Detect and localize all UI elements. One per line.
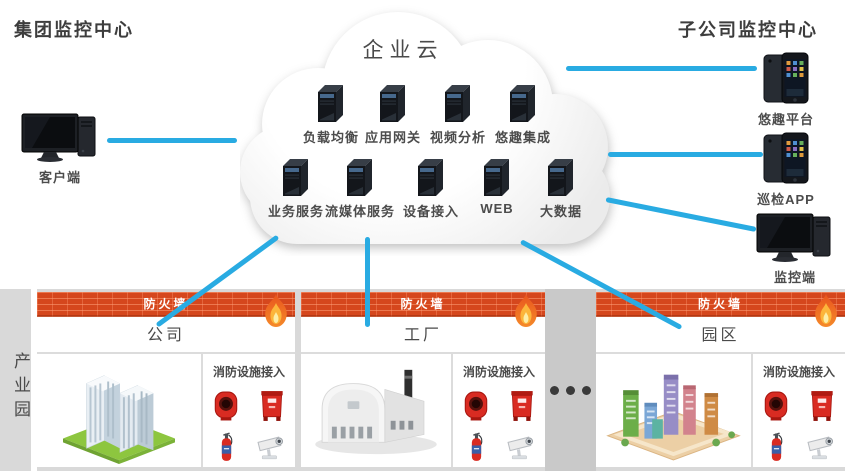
server-label: 负载均衡 [302,130,359,145]
server-business-service: 业务服务 [258,156,334,220]
server-icon [377,82,409,124]
server-app-gateway: 应用网关 [355,82,431,146]
server-label: 应用网关 [364,130,421,145]
hydrant-cabinet-icon [259,390,285,422]
section-campus: 防火墙 园区 消防设施接入 [596,292,845,467]
cctv-camera-icon [806,433,839,462]
hydrant-cabinet-icon [509,390,535,422]
office-towers-icon [44,354,194,467]
server-streaming-service: 流媒体服务 [322,156,398,220]
fire-access-title: 消防设施接入 [762,365,835,379]
ellipsis-dot [582,386,591,395]
phone-icon [763,132,809,184]
line-cloud-inspection-app [608,152,763,157]
server-icon [344,156,376,198]
server-label: 悠趣集成 [494,130,551,145]
factory-icon [302,362,450,460]
fire-access-title: 消防设施接入 [212,365,285,379]
line-client-cloud [107,138,237,143]
client-label: 客户端 [38,170,81,185]
flame-icon [511,293,541,329]
section-company: 防火墙 公司 消防设施接入 [37,292,295,467]
server-device-access: 设备接入 [393,156,469,220]
office-towers-illustration [37,354,201,467]
server-youqu-integration: 悠趣集成 [485,82,561,146]
device-label: 巡检APP [757,192,815,207]
firewall-wall: 防火墙 [301,292,545,317]
group-monitoring-title: 集团监控中心 [14,20,134,40]
subsidiary-monitoring-title: 子公司监控中心 [678,20,818,40]
section-factory: 防火墙 工厂 消防设施接入 [301,292,545,467]
server-icon [481,156,513,198]
line-cloud-factory [365,237,370,327]
flame-icon [261,293,291,329]
band-separator-strip [545,289,596,471]
industrial-park-label: 产业园 [11,352,30,424]
cctv-camera-icon [256,433,289,462]
fire-extinguisher-icon [768,431,785,464]
firewall-wall: 防火墙 [37,292,295,317]
factory-illustration [301,354,451,467]
server-icon [315,82,347,124]
server-icon [545,156,577,198]
fire-extinguisher-icon [218,431,235,464]
section-name: 工厂 [301,317,545,352]
section-name: 园区 [596,317,845,352]
firewall-label: 防火墙 [143,297,189,311]
firewall-wall: 防火墙 [596,292,845,317]
server-label: 视频分析 [429,130,486,145]
fire-access-title: 消防设施接入 [462,365,535,379]
device-inspection-app: 巡检APP [743,132,829,208]
fire-access-panel: 消防设施接入 [751,354,845,467]
server-load-balancer: 负载均衡 [293,82,369,146]
computer-icon [20,112,100,162]
server-label: 大数据 [539,204,582,219]
line-cloud-youqu-platform [566,66,757,71]
section-name: 公司 [37,317,295,352]
ellipsis-dot [566,386,575,395]
ellipsis-dots [545,386,596,395]
server-video-analysis: 视频分析 [420,82,496,146]
fire-extinguisher-icon [468,431,485,464]
firewall-label: 防火墙 [400,297,446,311]
fire-access-panel: 消防设施接入 [451,354,545,467]
server-label: WEB [480,201,514,216]
line-cloud-monitor-terminal [605,197,757,232]
server-label: 设备接入 [402,204,459,219]
server-icon [507,82,539,124]
cctv-camera-icon [506,433,539,462]
firewall-label: 防火墙 [697,297,743,311]
device-label: 悠趣平台 [757,112,814,127]
band-white-gap [31,289,37,471]
server-web: WEB [459,156,535,216]
fire-alarm-icon [763,391,789,421]
server-icon [442,82,474,124]
phone-icon [763,52,809,104]
fire-access-panel: 消防设施接入 [201,354,295,467]
client-workstation: 客户端 [20,112,100,186]
server-big-data: 大数据 [523,156,599,220]
flame-icon [811,293,841,329]
server-label: 流媒体服务 [324,204,395,219]
ellipsis-dot [550,386,559,395]
server-icon [280,156,312,198]
server-label: 业务服务 [267,204,324,219]
device-monitor-terminal: 监控端 [752,212,838,286]
cloud-title: 企业云 [362,39,444,62]
campus-city-icon [596,355,751,467]
device-label: 监控端 [773,270,816,285]
monitor-icon [755,212,835,262]
device-youqu-platform: 悠趣平台 [743,52,829,128]
fire-alarm-icon [213,391,239,421]
campus-city-illustration [596,354,751,467]
fire-alarm-icon [463,391,489,421]
hydrant-cabinet-icon [809,390,835,422]
server-icon [415,156,447,198]
